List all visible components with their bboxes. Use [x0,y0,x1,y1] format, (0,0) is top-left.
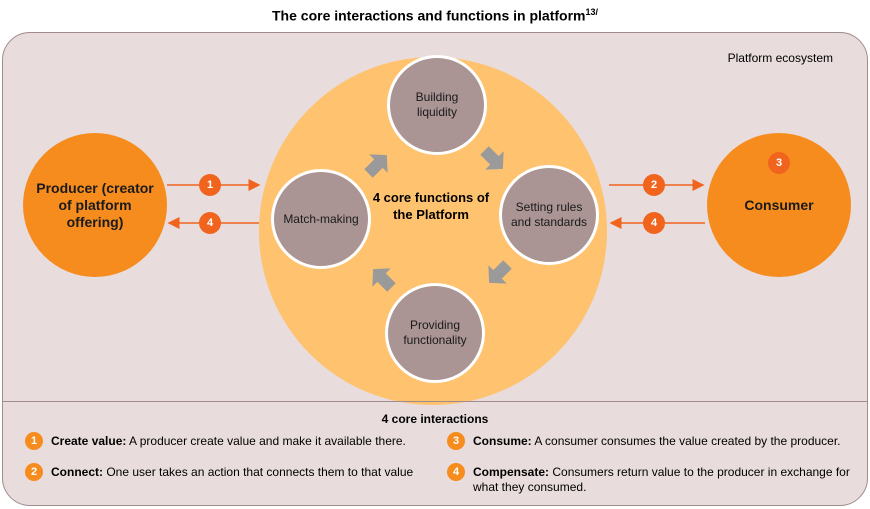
badge-consumer-in: 2 [643,174,665,196]
center-label: 4 core functions of the Platform [372,190,490,222]
producer-circle: Producer (creator of platform offering) [23,133,167,277]
cycle-arrow-top-left [364,154,388,178]
legend-badge-4: 4 [447,463,465,481]
ecosystem-label: Platform ecosystem [727,51,833,65]
badge-producer-in: 4 [199,212,221,234]
legend-badge-3: 3 [447,432,465,450]
cycle-arrow-top-right [480,146,504,170]
legend-badge-1: 1 [25,432,43,450]
badge-consumer-top: 3 [768,152,790,174]
legend-item-connect: Connect: One user takes an action that c… [51,465,414,479]
cycle-arrow-bottom-left [372,268,396,292]
cycle-arrow-bottom-right [488,260,512,284]
badge-consumer-out: 4 [643,212,665,234]
title-footnote: 13/ [585,7,598,17]
legend-divider [3,401,867,402]
diagram-title: The core interactions and functions in p… [272,7,598,24]
badge-producer-out: 1 [199,174,221,196]
node-providing-functionality: Providing functionality [385,283,485,383]
node-setting-rules: Setting rules and standards [499,165,599,265]
legend-title: 4 core interactions [381,412,489,426]
legend-badge-2: 2 [25,463,43,481]
legend-item-create-value: Create value: A producer create value an… [51,434,406,448]
platform-ecosystem-box: Platform ecosystem 4 core functions of t… [2,32,868,506]
legend-item-consume: Consume: A consumer consumes the value c… [473,434,841,448]
node-matchmaking: Match-making [271,169,371,269]
legend-item-compensate: Compensate: Consumers return value to th… [473,465,850,494]
node-building-liquidity: Building liquidity [387,55,487,155]
